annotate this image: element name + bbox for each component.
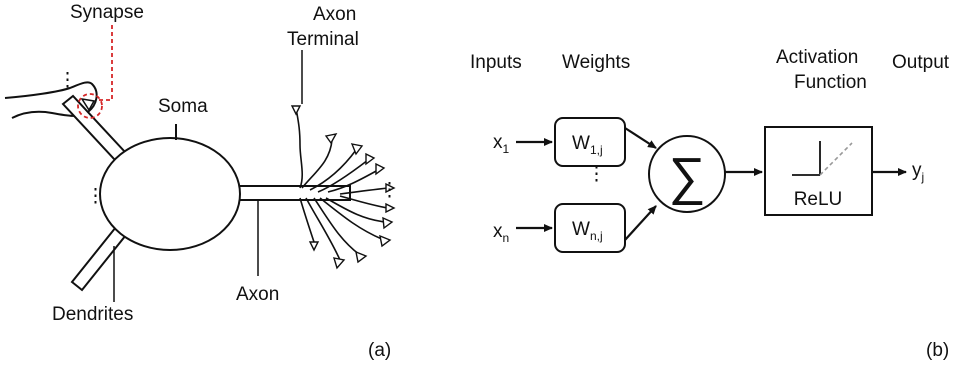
soma [99, 137, 241, 251]
axon-terminal-label-line1: Axon [313, 4, 356, 25]
relu-slope [819, 142, 853, 176]
activation-header-line1: Activation [776, 47, 858, 68]
weight1-to-sum-arrow [624, 127, 657, 149]
output-header: Output [892, 52, 950, 73]
axon-terminal-ellipsis: ⋮ [380, 180, 399, 201]
axon-terminal-boutons [290, 105, 396, 270]
axon-terminal-branches [295, 107, 389, 261]
weights-ellipsis: ⋮ [587, 164, 606, 185]
artificial-neuron-panel: Inputs Weights Activation Function Outpu… [470, 47, 950, 361]
weight-label-n: Wn,j [572, 219, 603, 243]
axon-terminal-label-line2: Terminal [287, 29, 359, 50]
input-xn: xn [493, 221, 509, 245]
panel-b-tag: (b) [926, 340, 949, 361]
weight-box-1 [554, 117, 626, 167]
weightn-to-sum-arrow [624, 205, 657, 241]
summation-symbol: ∑ [668, 148, 705, 206]
weight-label-1: W1,j [572, 133, 603, 157]
relu-label: ReLU [794, 189, 843, 210]
axon-label: Axon [236, 284, 279, 305]
summation-node [648, 135, 726, 213]
biological-neuron-panel: ⋮ Synapse Soma ⋮ [4, 2, 399, 361]
synapse-highlight-circle [77, 93, 103, 119]
upper-dendrite-ellipsis: ⋮ [58, 70, 77, 91]
synapse-bouton [80, 97, 96, 112]
synapse-label: Synapse [70, 2, 144, 23]
inputs-header: Inputs [470, 52, 522, 73]
input-x1: x1 [493, 132, 510, 156]
soma-label: Soma [158, 96, 208, 117]
weights-header: Weights [562, 52, 630, 73]
activation-box [764, 126, 873, 216]
dendrites-label: Dendrites [52, 304, 133, 325]
axon-shaft [231, 185, 351, 201]
synapse-pointer-line [99, 24, 113, 101]
activation-header-line2: Function [794, 72, 867, 93]
soma-ellipsis: ⋮ [86, 186, 105, 207]
output-yj: yj [912, 160, 924, 184]
weight-box-n [554, 203, 626, 253]
panel-a-tag: (a) [368, 340, 391, 361]
